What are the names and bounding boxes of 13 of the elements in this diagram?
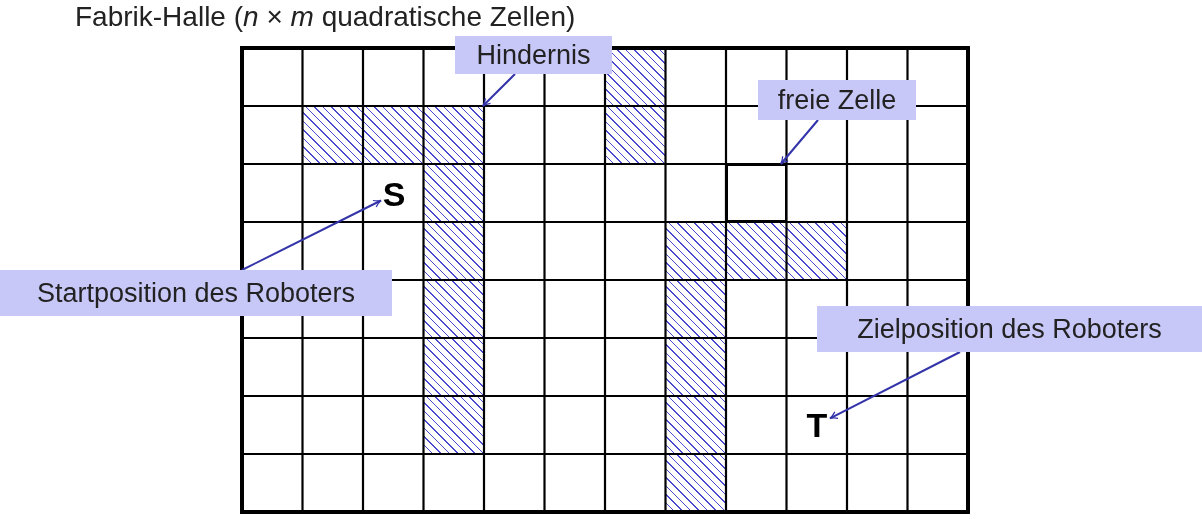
callout-label: Startposition des Roboters [0,270,392,316]
diagram-title: Fabrik-Halle (n × m quadratische Zellen) [75,0,576,34]
callout-label: Zielposition des Roboters [817,306,1202,352]
free-cell [726,164,787,222]
position-marker: T [804,407,830,443]
leader-line [829,351,961,420]
callout-label: freie Zelle [758,80,916,120]
callout-label: Hindernis [455,36,612,74]
obstacle-cell [423,106,484,164]
leader-line [241,199,382,271]
leader-line [779,119,819,165]
leader-line [481,73,516,107]
position-marker: S [381,176,407,212]
